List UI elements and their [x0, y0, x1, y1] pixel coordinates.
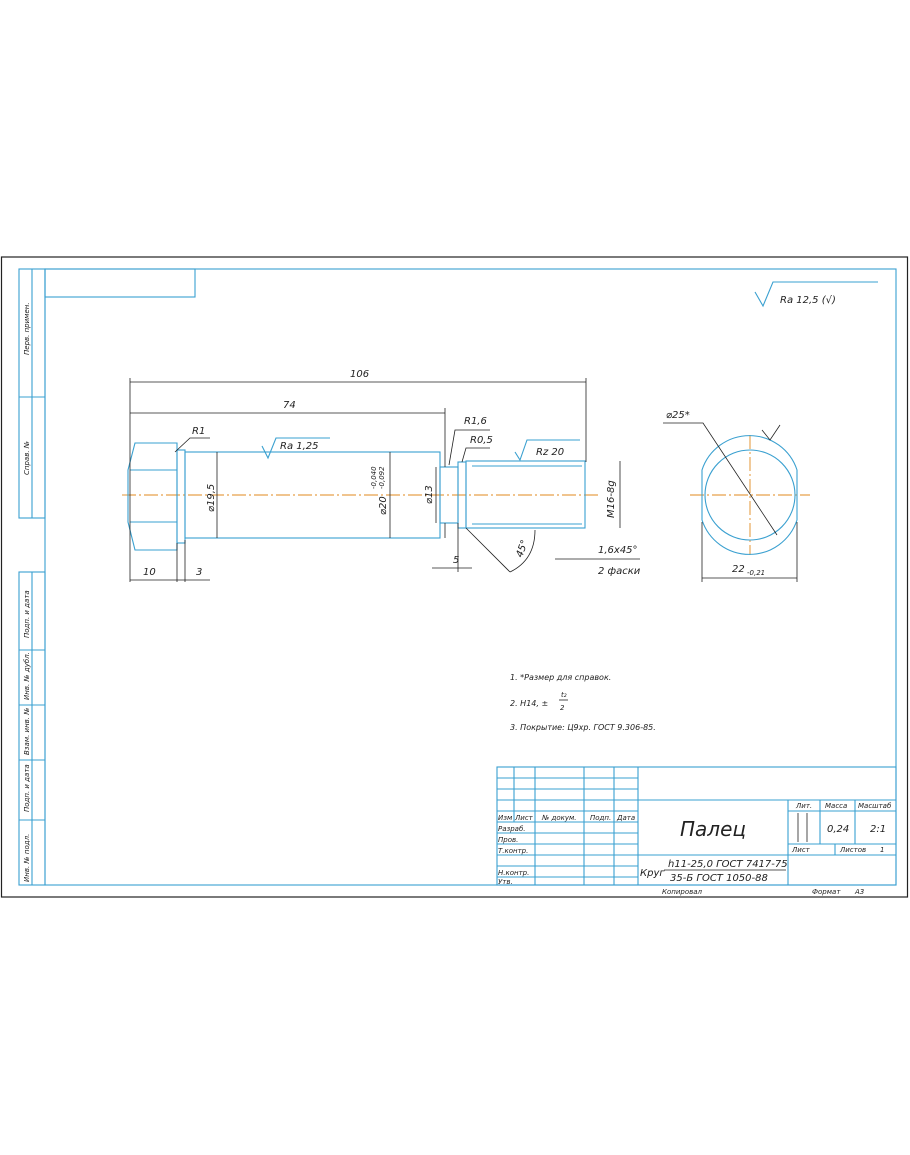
note-2-fraction-bottom: 2	[560, 704, 565, 712]
dim-dia-20: ⌀20	[378, 496, 389, 515]
dim-22: 22	[732, 564, 745, 575]
header-list: Лист	[514, 814, 534, 822]
role-developer: Разраб.	[498, 825, 526, 833]
inner-frame	[44, 268, 897, 886]
side-strip: Перв. примен. Справ. № Подп. и дата Инв.…	[18, 268, 46, 886]
side-label: Инв. № подл.	[23, 834, 31, 882]
side-label: Перв. примен.	[23, 302, 31, 355]
dim-chamfer: 1,6x45°	[598, 545, 638, 556]
header-sign: Подп.	[590, 814, 611, 822]
dim-22-tol: -0,21	[747, 569, 765, 577]
dim-thread: M16-8g	[606, 480, 617, 518]
note-1: 1. *Размер для справок.	[510, 673, 611, 682]
sheets-value: 1	[880, 846, 884, 854]
dim-74: 74	[283, 400, 296, 411]
outer-frame	[0, 256, 909, 898]
header-doc: № докум.	[541, 814, 577, 822]
side-label: Взам. инв. №	[23, 707, 31, 755]
header-date: Дата	[616, 814, 635, 822]
mass-value: 0,24	[827, 824, 849, 835]
side-label: Инв. № дубл.	[23, 652, 31, 700]
header-izm: Изм	[498, 814, 513, 822]
dim-r05: R0,5	[470, 435, 493, 446]
scale-label: Масштаб	[858, 802, 892, 810]
roughness-body: Ra 1,25	[280, 441, 319, 452]
material-top: h11-25,0 ГОСТ 7417-75	[668, 859, 788, 870]
dim-dia-13: ⌀13	[424, 485, 435, 504]
dim-r16: R1,6	[464, 416, 487, 427]
pin-main-view: 106 74 R1 Ra 1,25 R1,6 R0,5 Rz 20 ⌀19,5 …	[122, 369, 641, 582]
roughness-thread: Rz 20	[536, 447, 564, 458]
format-value: А3	[854, 888, 864, 896]
role-tech-control: Т.контр.	[498, 847, 528, 855]
note-2: 2. H14, ±	[510, 699, 548, 708]
scale-value: 2:1	[870, 824, 886, 835]
side-label: Справ. №	[23, 441, 31, 475]
title-block: Изм Лист № докум. Подп. Дата Разраб. Про…	[496, 766, 897, 896]
part-name: Палец	[680, 817, 746, 841]
dim-dia-20-tol-lower: -0,092	[378, 466, 386, 489]
lit-label: Лит.	[795, 802, 812, 810]
material-prefix: Круг	[640, 868, 665, 879]
format-label: Формат	[812, 888, 841, 896]
copied-label: Копировал	[662, 888, 703, 896]
dim-3: 3	[196, 567, 202, 578]
top-left-box	[44, 268, 196, 298]
dim-5: 5	[453, 555, 459, 566]
role-approved: Утв.	[498, 878, 513, 886]
sheet-label: Лист	[791, 846, 811, 854]
dim-dia-25: ⌀25*	[666, 410, 690, 421]
technical-notes: 1. *Размер для справок. 2. H14, ± t₂ 2 3…	[510, 673, 656, 732]
side-label: Подп. и дата	[23, 764, 31, 812]
note-3: 3. Покрытие: Ц9хр. ГОСТ 9.306-85.	[510, 723, 656, 732]
dim-dia-19-5: ⌀19,5	[206, 484, 217, 512]
role-norm-control: Н.контр.	[498, 869, 529, 877]
role-checker: Пров.	[498, 836, 518, 844]
general-roughness: Ra 12,5 (√)	[754, 281, 878, 308]
side-label: Подп. и дата	[23, 590, 31, 638]
dim-dia-20-tol-upper: -0,040	[370, 466, 378, 489]
dim-chamfer-note: 2 фаски	[598, 566, 641, 577]
dim-10: 10	[143, 567, 156, 578]
dim-106: 106	[350, 369, 369, 380]
mass-label: Масса	[825, 802, 847, 810]
material-bottom: 35-Б ГОСТ 1050-88	[670, 873, 768, 884]
dim-r1: R1	[192, 426, 205, 437]
roughness-text: Ra 12,5 (√)	[780, 295, 836, 306]
note-2-fraction-top: t₂	[561, 691, 567, 699]
sheets-label: Листов	[839, 846, 866, 854]
pin-end-view: ⌀25* 22 -0,21	[663, 410, 810, 582]
